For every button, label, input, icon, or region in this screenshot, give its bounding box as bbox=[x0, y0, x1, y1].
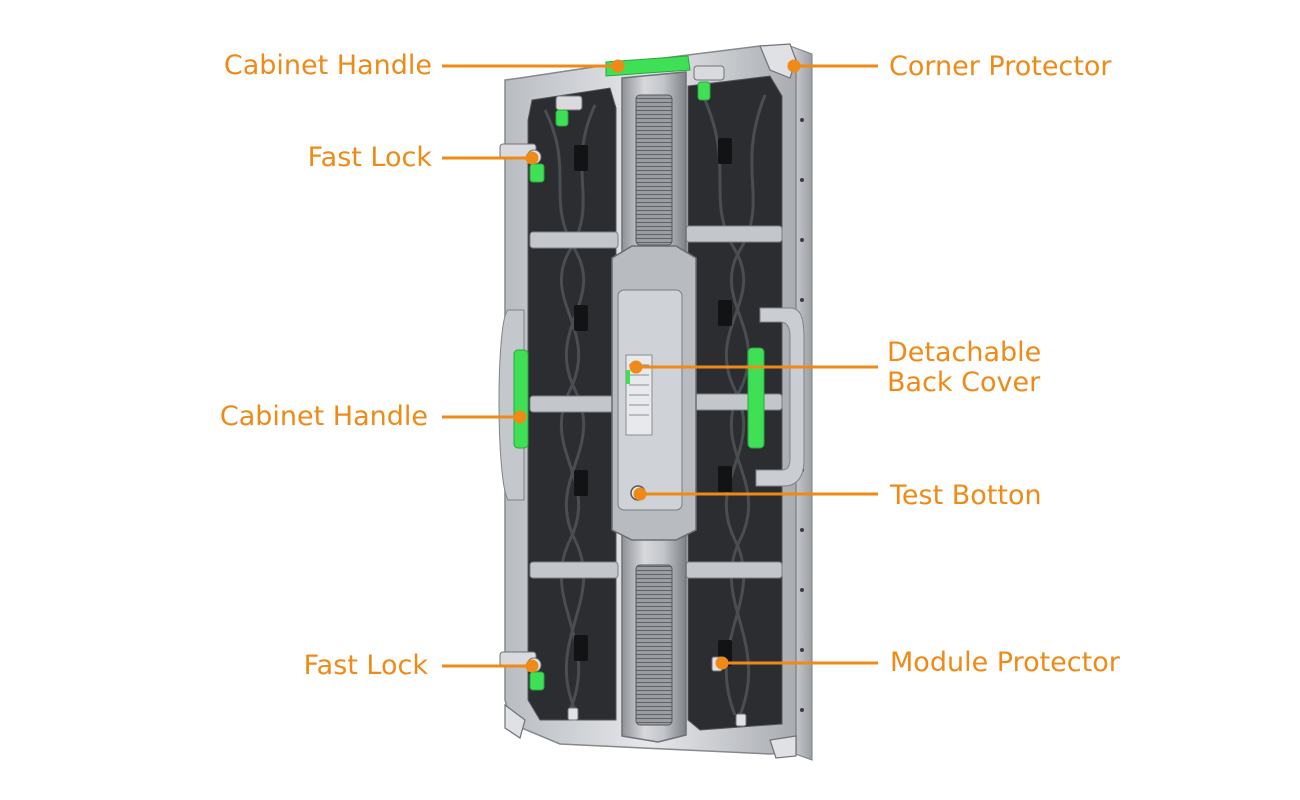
status-led bbox=[626, 370, 630, 384]
label-test-button: Test Botton bbox=[890, 480, 1042, 511]
cabinet-handle-left-grip bbox=[513, 349, 529, 449]
label-detachable-line1: Detachable bbox=[887, 337, 1042, 368]
label-fast-lock-top: Fast Lock bbox=[307, 142, 432, 173]
spine-vent-bottom bbox=[635, 564, 673, 726]
cabinet-handle-right bbox=[755, 307, 805, 487]
leader-lines bbox=[442, 59, 878, 673]
label-cabinet-handle-top: Cabinet Handle bbox=[223, 50, 432, 81]
spine-vent-top bbox=[635, 94, 673, 246]
label-module-protector: Module Protector bbox=[890, 647, 1120, 678]
label-corner-protector: Corner Protector bbox=[889, 51, 1112, 82]
cabinet-handle-right-grip bbox=[747, 347, 765, 449]
label-fast-lock-bottom: Fast Lock bbox=[303, 650, 428, 681]
label-cabinet-handle-side: Cabinet Handle bbox=[219, 401, 428, 432]
corner-protector-bottom-left bbox=[504, 703, 526, 739]
fast-lock-right-assembly bbox=[555, 65, 725, 127]
label-detachable-line2: Back Cover bbox=[887, 367, 1041, 398]
corner-protector-bottom-right bbox=[769, 735, 797, 759]
cabinet-handle-top-grip bbox=[605, 55, 691, 77]
